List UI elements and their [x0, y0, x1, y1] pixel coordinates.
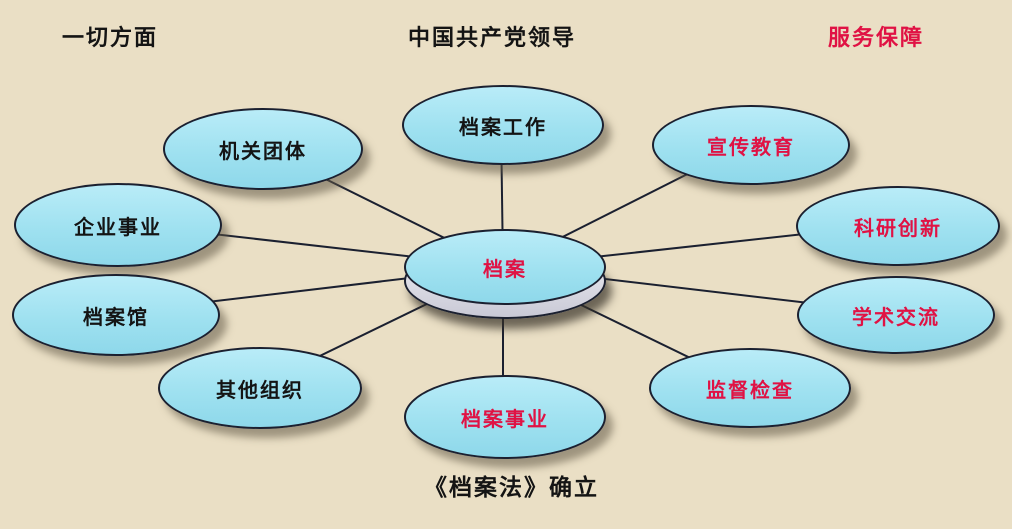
node-label: 学术交流 [852, 306, 940, 329]
node-academic-exchange: 学术交流 [797, 276, 995, 354]
node-label: 档案事业 [461, 408, 549, 431]
node-label: 企业事业 [74, 216, 162, 239]
node-label: 宣传教育 [707, 136, 795, 159]
node-label: 机关团体 [219, 140, 307, 163]
node-other-organizations: 其他组织 [158, 347, 362, 429]
node-publicity-education: 宣传教育 [652, 105, 850, 185]
node-archives-center: 档案 [404, 229, 606, 305]
node-archives-work: 档案工作 [402, 85, 604, 165]
caption-cpc-leadership: 中国共产党领导 [408, 25, 577, 50]
node-archives-cause: 档案事业 [404, 375, 606, 459]
caption-archives-law: 《档案法》确立 [424, 474, 599, 500]
center-node-label: 档案 [483, 258, 527, 281]
node-label: 科研创新 [854, 217, 942, 240]
node-label: 档案工作 [459, 116, 547, 139]
node-research-innovation: 科研创新 [796, 186, 1000, 266]
caption-service-support: 服务保障 [828, 25, 925, 50]
node-supervision-inspection: 监督检查 [649, 348, 851, 428]
node-label: 档案馆 [83, 306, 149, 329]
node-archives-hall: 档案馆 [12, 274, 220, 356]
node-label: 其他组织 [216, 379, 304, 402]
node-enterprises: 企业事业 [14, 183, 222, 267]
caption-all-aspects: 一切方面 [62, 25, 159, 50]
node-label: 监督检查 [706, 379, 794, 402]
node-organs-groups: 机关团体 [163, 108, 363, 190]
